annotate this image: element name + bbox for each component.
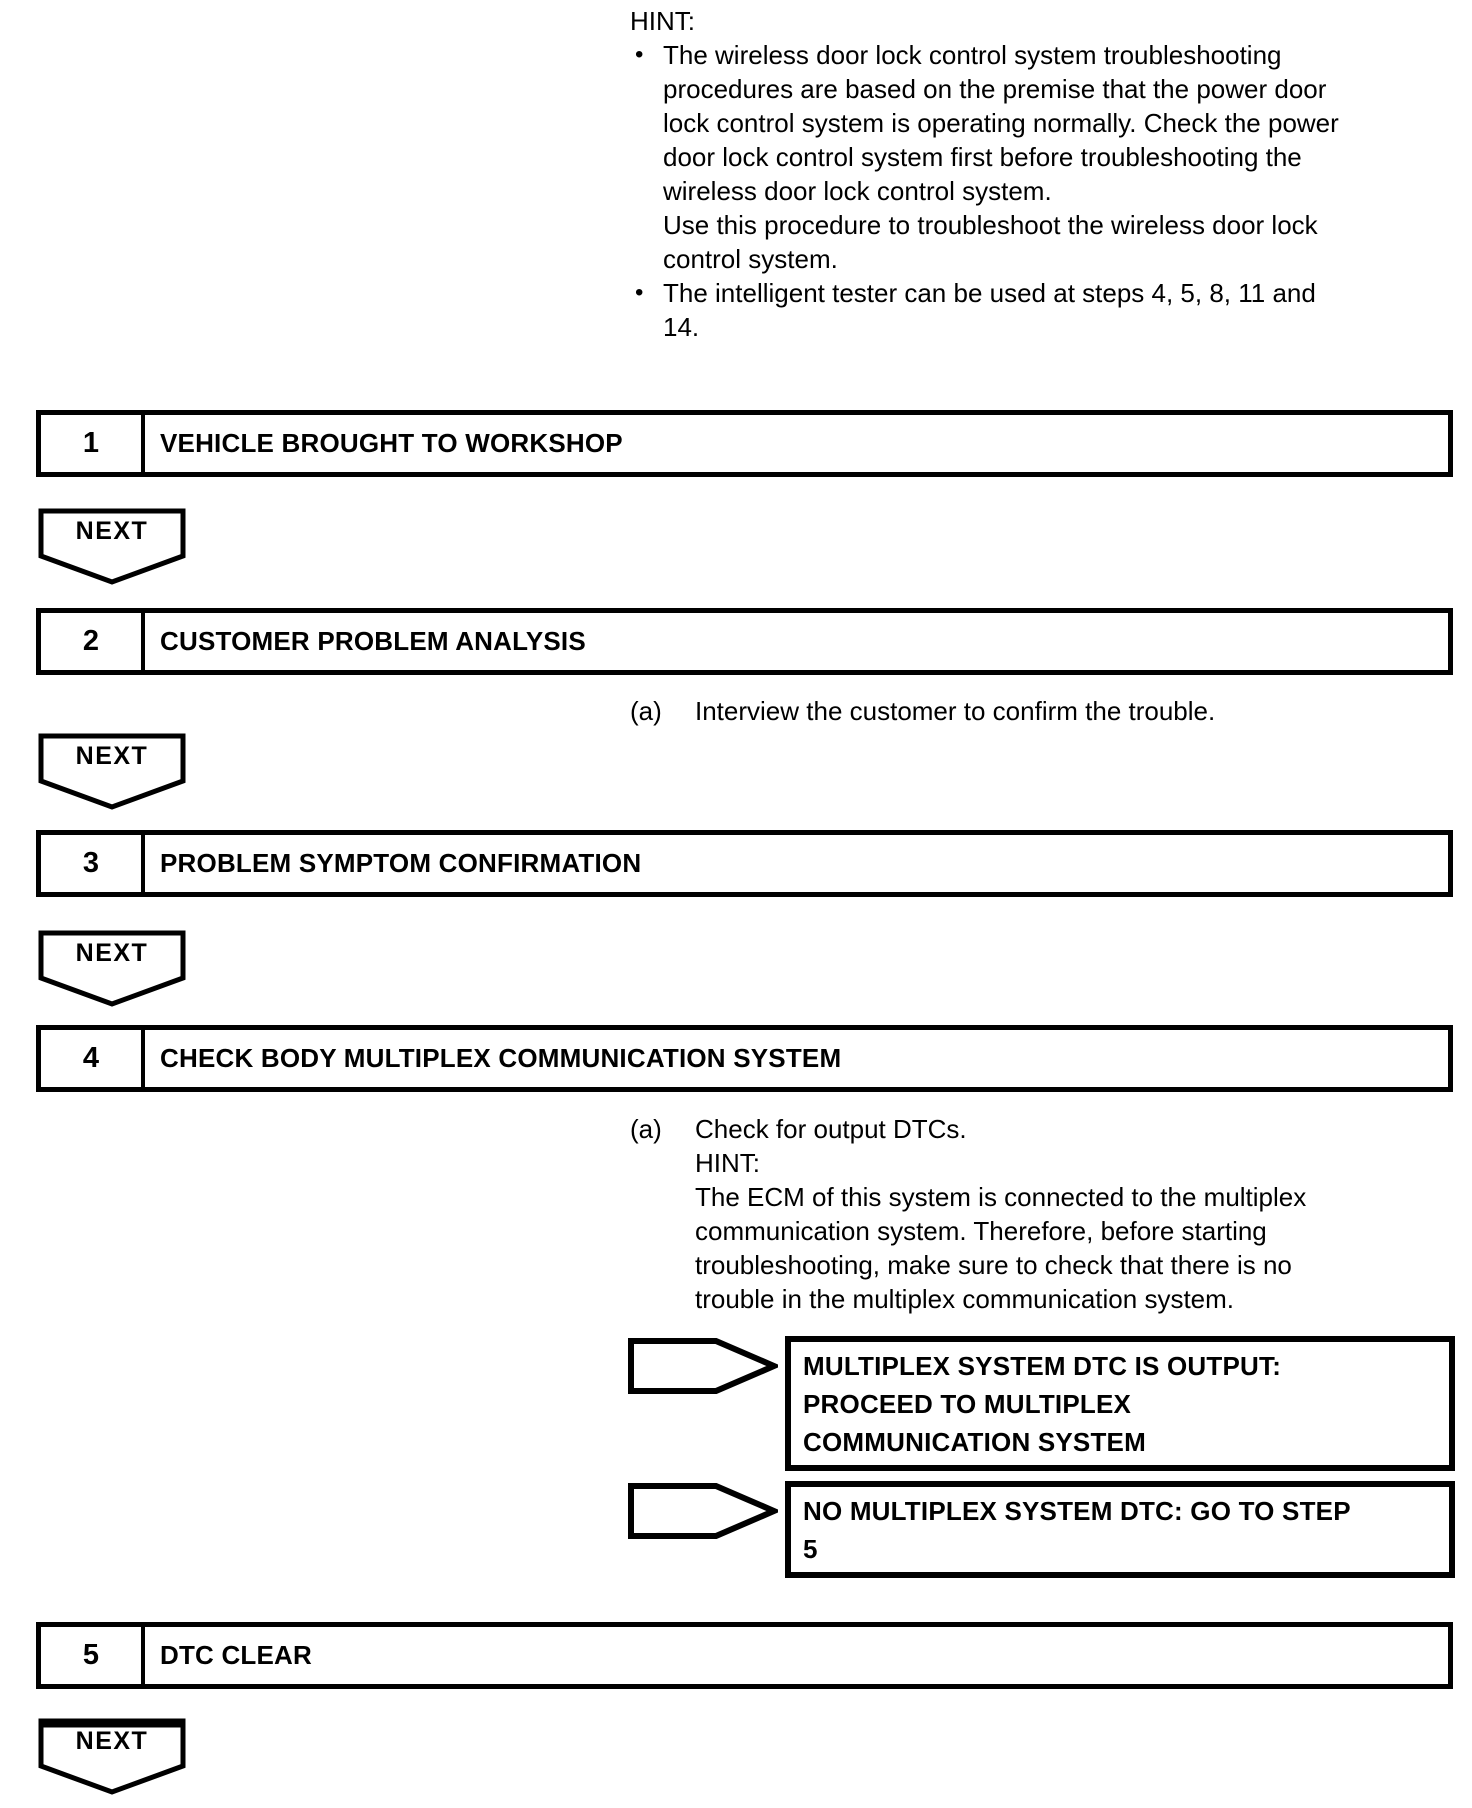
step-title: DTC CLEAR — [160, 1640, 313, 1670]
next-arrow-icon — [38, 930, 186, 1007]
result-line: 5 — [803, 1534, 818, 1564]
hint-bullet-item: • The intelligent tester can be used at … — [630, 276, 1440, 344]
next-connector: NEXT — [38, 508, 186, 586]
result-arrow-icon — [628, 1483, 782, 1541]
next-label: NEXT — [75, 742, 149, 770]
next-label: NEXT — [75, 939, 149, 967]
text-line: trouble in the multiplex communication s… — [695, 1284, 1235, 1314]
result-line: NO MULTIPLEX SYSTEM DTC: GO TO STEP — [803, 1496, 1351, 1526]
hint-label: HINT: — [695, 1148, 760, 1178]
text-line: lock control system is operating normall… — [663, 108, 1339, 138]
result-line: COMMUNICATION SYSTEM — [803, 1427, 1146, 1457]
text-line: The wireless door lock control system tr… — [663, 40, 1282, 70]
step-number: 1 — [41, 415, 145, 472]
text-line: 14. — [663, 312, 700, 342]
bullet-icon: • — [635, 279, 644, 306]
next-connector: NEXT — [38, 733, 186, 811]
step-title: VEHICLE BROUGHT TO WORKSHOP — [160, 428, 623, 458]
step-row-4: 4 CHECK BODY MULTIPLEX COMMUNICATION SYS… — [36, 1025, 1453, 1092]
result-line: PROCEED TO MULTIPLEX — [803, 1389, 1132, 1419]
hint-label: HINT: — [630, 6, 695, 36]
step-row-5: 5 DTC CLEAR — [36, 1622, 1453, 1689]
result-box: MULTIPLEX SYSTEM DTC IS OUTPUT: PROCEED … — [785, 1336, 1455, 1471]
text-line: Use this procedure to troubleshoot the w… — [663, 210, 1318, 240]
next-connector: NEXT — [38, 1718, 186, 1796]
next-label: NEXT — [75, 1727, 149, 1755]
step-title: PROBLEM SYMPTOM CONFIRMATION — [160, 848, 642, 878]
result-box: NO MULTIPLEX SYSTEM DTC: GO TO STEP 5 — [785, 1481, 1455, 1578]
result-arrow-icon — [628, 1338, 782, 1396]
hint-block: HINT: • The wireless door lock control s… — [630, 4, 1440, 344]
item-label: (a) — [630, 1114, 662, 1144]
text-line: control system. — [663, 244, 838, 274]
step-row-2: 2 CUSTOMER PROBLEM ANALYSIS — [36, 608, 1453, 675]
next-arrow-icon — [38, 1718, 186, 1795]
bullet-icon: • — [635, 41, 644, 68]
step-title: CHECK BODY MULTIPLEX COMMUNICATION SYSTE… — [160, 1043, 842, 1073]
next-label: NEXT — [75, 517, 149, 545]
text-line: door lock control system first before tr… — [663, 142, 1302, 172]
text-line: troubleshooting, make sure to check that… — [695, 1250, 1292, 1280]
text-line: communication system. Therefore, before … — [695, 1216, 1267, 1246]
step-2-detail: (a) Interview the customer to confirm the… — [630, 694, 1460, 728]
text-line: The intelligent tester can be used at st… — [663, 278, 1316, 308]
hint-bullet-item: • The wireless door lock control system … — [630, 38, 1440, 276]
next-arrow-icon — [38, 508, 186, 585]
list-item: (a) Check for output DTCs. — [630, 1112, 1460, 1146]
text-line: procedures are based on the premise that… — [663, 74, 1327, 104]
text-line: The ECM of this system is connected to t… — [695, 1182, 1307, 1212]
item-text: Check for output DTCs. — [695, 1114, 967, 1144]
text-line: wireless door lock control system. — [663, 176, 1052, 206]
step-row-3: 3 PROBLEM SYMPTOM CONFIRMATION — [36, 830, 1453, 897]
step-number: 5 — [41, 1627, 145, 1684]
step-row-1: 1 VEHICLE BROUGHT TO WORKSHOP — [36, 410, 1453, 477]
next-arrow-icon — [38, 733, 186, 810]
next-connector: NEXT — [38, 930, 186, 1008]
result-line: MULTIPLEX SYSTEM DTC IS OUTPUT: — [803, 1351, 1282, 1381]
list-item: (a) Interview the customer to confirm the… — [630, 694, 1460, 728]
item-text: Interview the customer to confirm the tr… — [695, 696, 1216, 726]
step-4-detail: (a) Check for output DTCs. HINT: The ECM … — [630, 1112, 1460, 1316]
step-number: 3 — [41, 835, 145, 892]
step-title: CUSTOMER PROBLEM ANALYSIS — [160, 626, 586, 656]
step-number: 4 — [41, 1030, 145, 1087]
step-number: 2 — [41, 613, 145, 670]
item-label: (a) — [630, 696, 662, 726]
